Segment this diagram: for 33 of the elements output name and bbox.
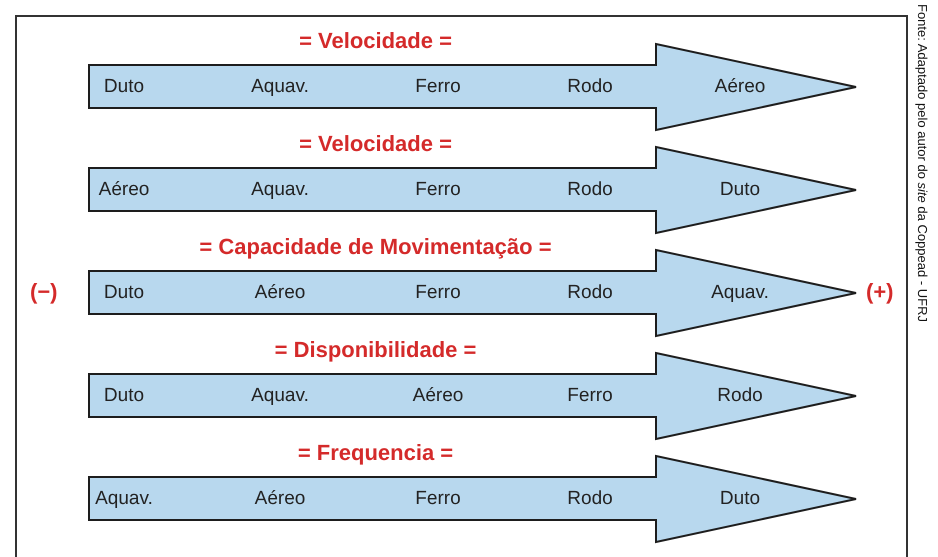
transport-mode-label: Aquav. [95, 487, 153, 511]
transport-mode-label: Ferro [415, 75, 461, 99]
row-heading: = Velocidade = [298, 131, 453, 157]
transport-mode-label: Rodo [567, 178, 613, 202]
scale-sign: (+) [866, 278, 894, 306]
transport-mode-label: Aéreo [254, 487, 306, 511]
transport-mode-label: Aquav. [251, 384, 309, 408]
transport-mode-label: Duto [104, 281, 144, 305]
transport-mode-label: Rodo [567, 75, 613, 99]
scale-sign: (−) [30, 278, 58, 306]
transport-mode-label: Ferro [415, 487, 461, 511]
transport-mode-label: Duto [720, 487, 760, 511]
transport-mode-label: Rodo [717, 384, 763, 408]
row-heading: = Disponibilidade = [274, 337, 478, 363]
transport-mode-label: Rodo [567, 281, 613, 305]
transport-mode-label: Ferro [415, 281, 461, 305]
transport-mode-label: Aquav. [251, 178, 309, 202]
transport-mode-label: Ferro [567, 384, 613, 408]
transport-mode-label: Aéreo [412, 384, 464, 408]
row-heading: = Velocidade = [298, 28, 453, 54]
source-note: Fonte: Adaptado pelo autor do site da Coppead - UFRJ [915, 4, 930, 322]
transport-mode-label: Aéreo [254, 281, 306, 305]
transport-mode-label: Duto [104, 75, 144, 99]
transport-mode-label: Aquav. [711, 281, 769, 305]
row-heading: = Capacidade de Movimentação = [198, 234, 553, 260]
transport-mode-label: Rodo [567, 487, 613, 511]
transport-mode-label: Duto [104, 384, 144, 408]
transport-mode-label: Duto [720, 178, 760, 202]
transport-mode-label: Aéreo [714, 75, 766, 99]
transport-mode-label: Ferro [415, 178, 461, 202]
row-heading: = Frequencia = [296, 440, 454, 466]
transport-mode-label: Aquav. [251, 75, 309, 99]
transport-mode-label: Aéreo [98, 178, 150, 202]
